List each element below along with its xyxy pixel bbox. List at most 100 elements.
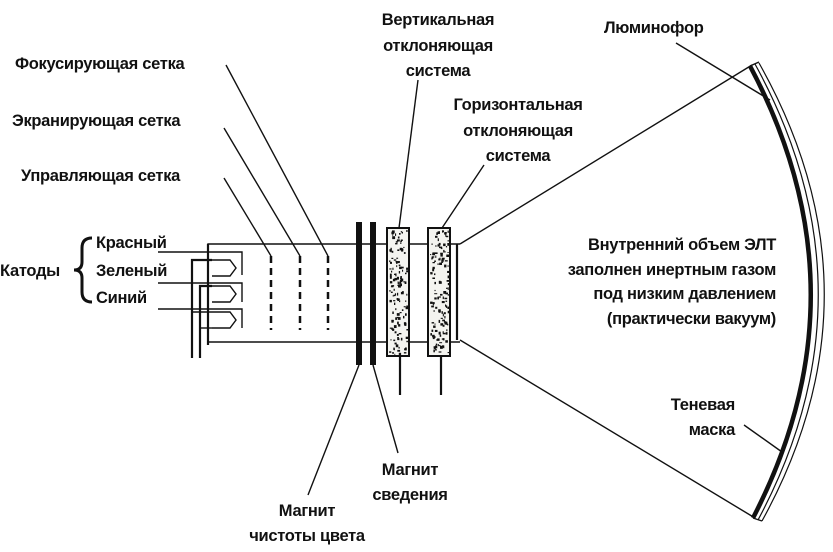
cathode-red-label: Красный (96, 234, 167, 252)
coil-speckle (445, 300, 448, 302)
coil-speckle (397, 298, 400, 300)
coil-speckle (435, 306, 438, 309)
horizontal-deflection-label-line1: Горизонтальная (453, 96, 582, 114)
coil-speckle (434, 260, 436, 262)
tube-funnel-top (459, 64, 753, 245)
coil-speckle (434, 297, 437, 300)
horizontal-deflection-leader (441, 164, 485, 229)
coil-speckle (431, 256, 435, 258)
coil-speckle (434, 323, 436, 325)
cathode-green-element (158, 282, 243, 303)
coil-speckle (445, 304, 447, 307)
coil-speckle (395, 233, 397, 236)
control-grid-label: Управляющая сетка (21, 167, 181, 185)
coil-speckle (444, 264, 447, 268)
coil-speckle (439, 342, 443, 344)
coil-speckle (438, 231, 440, 234)
coil-speckle (397, 292, 399, 296)
coil-speckle (440, 293, 443, 296)
coil-speckle (438, 296, 441, 298)
coil-speckle (401, 231, 403, 234)
convergence-magnet-label-line1: Магнит (382, 461, 439, 479)
coil-speckle (442, 296, 444, 300)
coil-speckle (403, 306, 406, 308)
coil-speckle (394, 302, 396, 305)
coil-speckle (392, 311, 394, 314)
coil-speckle (398, 346, 400, 349)
coil-speckle (445, 305, 448, 308)
coil-speckle (393, 300, 396, 302)
coil-speckle (443, 312, 446, 315)
coil-speckle (434, 329, 438, 332)
coil-speckle (391, 250, 394, 253)
coil-speckle (437, 231, 440, 234)
coil-speckle (447, 352, 450, 354)
coil-speckle (397, 299, 399, 301)
phosphor-label: Люминофор (604, 19, 704, 37)
coil-speckle (434, 349, 437, 351)
control-grid-leader (223, 177, 272, 257)
coil-speckle (437, 244, 440, 247)
coil-speckle (434, 281, 436, 285)
coil-speckle (438, 280, 441, 284)
coil-speckle (397, 298, 398, 301)
coil-speckle (393, 294, 396, 297)
coil-speckle (440, 345, 443, 349)
vertical-deflection-label-line1: Вертикальная (382, 11, 494, 29)
coil-speckle (432, 268, 435, 272)
coil-speckle (444, 297, 448, 300)
coil-speckle (400, 279, 404, 281)
coil-speckle (401, 249, 404, 252)
coil-speckle (389, 273, 392, 277)
coil-speckle (393, 347, 395, 350)
coil-speckle (398, 324, 401, 327)
coil-speckle (442, 338, 445, 341)
coil-speckle (391, 270, 393, 273)
coil-speckle (442, 230, 444, 233)
screen-grid-leader (223, 127, 301, 257)
coil-speckle (438, 351, 442, 353)
purity-magnet-label-line1: Магнит (279, 502, 336, 520)
coil-speckle (397, 236, 400, 239)
screen-grid-label: Экранирующая сетка (12, 112, 181, 130)
inner-volume-label-line2: заполнен инертным газом (568, 261, 776, 279)
coil-speckle (435, 255, 437, 258)
coil-speckle (399, 280, 402, 284)
convergence-magnet-leader (372, 364, 399, 454)
coil-speckle (389, 268, 392, 270)
coil-speckle (391, 285, 395, 287)
coil-speckle (397, 338, 400, 341)
coil-speckle (398, 285, 401, 288)
coil-speckle (405, 313, 407, 316)
coil-speckle (445, 340, 448, 343)
coil-speckle (440, 246, 443, 249)
coil-speckle (397, 337, 399, 339)
coil-speckle (399, 312, 402, 314)
coil-speckle (447, 252, 449, 253)
coil-speckle (391, 319, 394, 323)
coil-speckle (400, 242, 402, 244)
inner-volume-label-line4: (практически вакуум) (607, 310, 776, 328)
coil-speckle (395, 241, 398, 243)
horizontal-deflection-label-line2: отклоняющая (463, 122, 573, 140)
cathode-blue-element (158, 308, 243, 329)
coil-speckle (444, 232, 447, 234)
coil-speckle (446, 235, 449, 238)
coil-speckle (444, 260, 448, 262)
coil-speckle (442, 331, 444, 333)
coil-speckle (436, 339, 439, 341)
coil-speckle (406, 305, 408, 308)
coil-speckle (432, 262, 435, 264)
coil-speckle (447, 270, 450, 273)
coil-speckle (447, 243, 450, 246)
leader-lines (223, 42, 783, 496)
coil-speckle (438, 242, 441, 246)
coil-speckle (441, 301, 445, 304)
coil-speckle (404, 322, 407, 325)
coil-speckle (432, 337, 435, 340)
coil-speckle (433, 349, 435, 353)
horizontal-deflection-label-line3: система (486, 147, 552, 165)
coil-speckle (435, 345, 438, 349)
coil-speckle (397, 321, 399, 325)
coil-speckle (389, 281, 393, 284)
